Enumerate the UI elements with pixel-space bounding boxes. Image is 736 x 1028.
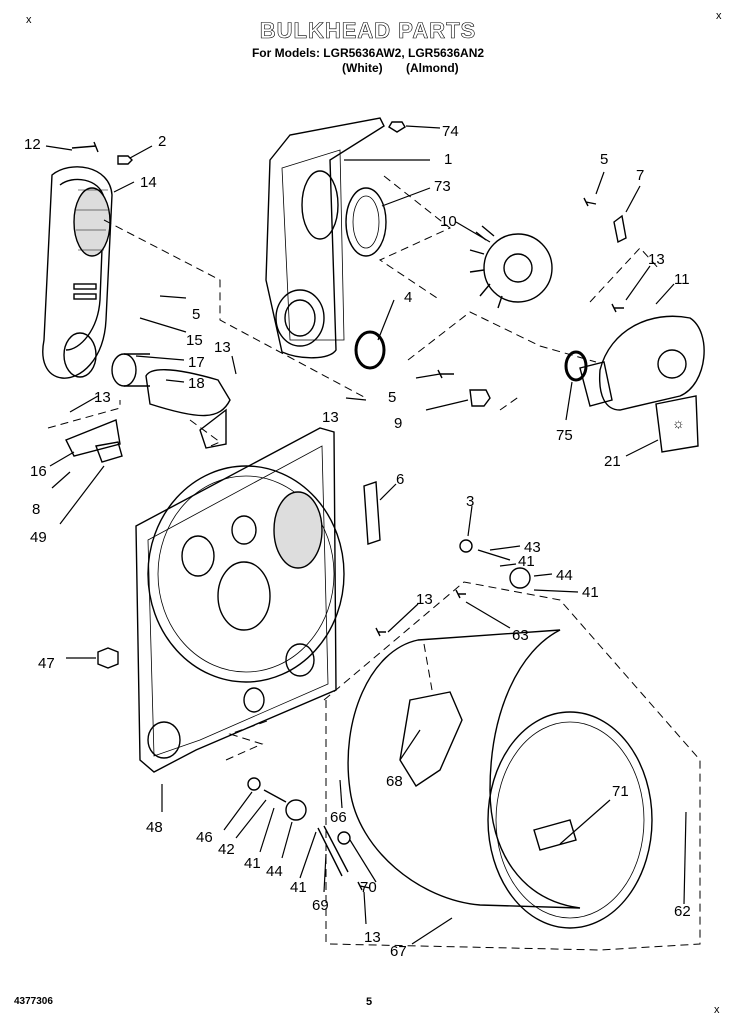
washer-70 <box>337 831 351 845</box>
shaft-43 <box>477 549 511 561</box>
exhaust-duct-cover <box>42 166 113 379</box>
baffle-6 <box>363 481 381 545</box>
callout-15: 15 <box>186 332 203 349</box>
corner-mark-top-left: x <box>26 14 32 26</box>
callout-41b: 41 <box>582 584 599 601</box>
callout-68: 68 <box>386 773 403 790</box>
callout-44b: 44 <box>266 863 283 880</box>
callout-3: 3 <box>466 493 474 510</box>
seal-75 <box>564 350 588 382</box>
washer-46 <box>247 777 261 791</box>
screw-63 <box>455 589 466 599</box>
drum-baffle-68 <box>399 691 463 787</box>
callout-47: 47 <box>38 655 55 672</box>
screw-13-front <box>375 627 386 637</box>
shaft-69 <box>317 825 349 877</box>
seal-4 <box>354 330 386 370</box>
clip-9 <box>469 389 491 407</box>
part-list-code: 4377306 <box>14 996 53 1007</box>
callout-63: 63 <box>512 627 529 644</box>
screw-13-right <box>611 303 624 313</box>
callout-12: 12 <box>24 136 41 153</box>
callout-4: 4 <box>404 289 412 306</box>
callout-48: 48 <box>146 819 163 836</box>
bracket-16 <box>65 419 121 457</box>
callout-42: 42 <box>218 841 235 858</box>
callout-43: 43 <box>524 539 541 556</box>
clip-74 <box>388 121 406 133</box>
svg-text:☼: ☼ <box>672 415 685 431</box>
model-numbers: For Models: LGR5636AW2, LGR5636AN2 <box>251 46 485 60</box>
callout-7: 7 <box>636 167 644 184</box>
callout-70: 70 <box>360 879 377 896</box>
blower-housing <box>579 315 705 411</box>
thermal-fuse-21 <box>655 395 699 453</box>
callout-13d: 13 <box>648 251 665 268</box>
front-bulkhead-panel <box>135 427 345 773</box>
page-number: 5 <box>366 996 373 1008</box>
callout-1: 1 <box>444 151 452 168</box>
drum <box>347 629 653 929</box>
screw-2 <box>117 155 133 165</box>
screw-5-right <box>583 197 597 207</box>
callout-14: 14 <box>140 174 157 191</box>
nut-47 <box>97 647 119 669</box>
callout-2: 2 <box>158 133 166 150</box>
callout-9: 9 <box>394 415 402 432</box>
screw-12 <box>71 141 99 153</box>
callout-labels: 12 2 14 5 15 17 13 18 13 16 8 49 74 1 73… <box>24 123 691 960</box>
callout-44: 44 <box>556 567 573 584</box>
callout-41: 41 <box>518 553 535 570</box>
callout-66: 66 <box>330 809 347 826</box>
corner-mark-bottom-right: x <box>714 1004 720 1016</box>
shaft-42 <box>263 789 287 803</box>
callout-16: 16 <box>30 463 47 480</box>
callout-13c: 13 <box>322 409 339 426</box>
callout-13b: 13 <box>94 389 111 406</box>
guide-lines <box>47 175 701 951</box>
callout-13: 13 <box>214 339 231 356</box>
seal-73 <box>345 187 387 257</box>
washer-3 <box>459 539 473 553</box>
callout-41d: 41 <box>290 879 307 896</box>
callout-13f: 13 <box>364 929 381 946</box>
screw-5-mid <box>437 369 454 379</box>
callout-13e: 13 <box>416 591 433 608</box>
sensor-49 <box>95 441 123 463</box>
callout-5c: 5 <box>600 151 608 168</box>
tube-17 <box>111 353 137 387</box>
roller-44-bottom <box>285 799 307 821</box>
callout-46: 46 <box>196 829 213 846</box>
callout-74: 74 <box>442 123 459 140</box>
callout-8: 8 <box>32 501 40 518</box>
page-title: BULKHEAD PARTS <box>259 18 477 44</box>
callout-73: 73 <box>434 178 451 195</box>
callout-69: 69 <box>312 897 329 914</box>
callout-6: 6 <box>396 471 404 488</box>
color-variants: (White) (Almond) <box>342 61 459 75</box>
blower-wheel <box>469 225 553 309</box>
callout-17: 17 <box>188 354 205 371</box>
callout-18: 18 <box>188 375 205 392</box>
callout-62: 62 <box>674 903 691 920</box>
roller-44-top <box>509 567 531 589</box>
screw-13-bottom <box>357 881 371 891</box>
rear-bulkhead-panel <box>265 117 385 359</box>
callout-5b: 5 <box>388 389 396 406</box>
callout-11: 11 <box>674 271 690 288</box>
callout-75: 75 <box>556 427 573 444</box>
corner-mark-top-right: x <box>716 10 722 22</box>
callout-41c: 41 <box>244 855 261 872</box>
clip-7 <box>613 214 627 244</box>
callout-10: 10 <box>440 213 457 230</box>
duct-18 <box>145 369 231 417</box>
callout-5: 5 <box>192 306 200 323</box>
leader-lines <box>45 125 687 945</box>
callout-21: 21 <box>604 453 621 470</box>
callout-71: 71 <box>612 783 629 800</box>
callout-49: 49 <box>30 529 47 546</box>
callout-67: 67 <box>390 943 407 960</box>
